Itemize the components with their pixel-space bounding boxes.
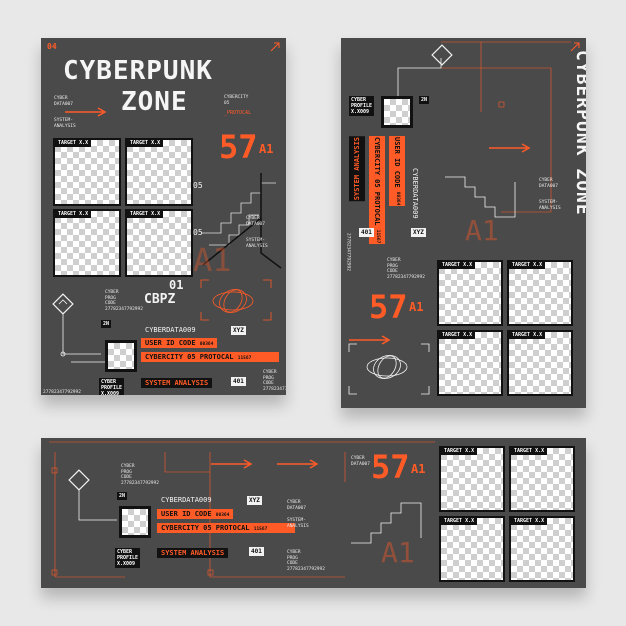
circuit-lines: [78, 490, 117, 521]
big-number: 57: [369, 288, 408, 326]
poster-left: 04 CYBERPUNK ZONE CYBER DATA007 SYSTEM- …: [41, 38, 286, 395]
badge-xyz: XYZ: [247, 496, 262, 505]
barcode-number: 27782347792992: [345, 233, 351, 271]
cybercity-bar: CYBERCITY 05 PROTOCAL 11567: [369, 136, 385, 245]
orange-grid-lines: [441, 41, 571, 213]
diamond-icon: [52, 293, 74, 315]
page-number: 04: [47, 42, 57, 51]
code-cbpz: CBPZ: [144, 292, 176, 307]
small-label-cyber-prog: CYBER PROG CODE 27782347792992: [121, 464, 159, 486]
badge-401: 401: [231, 377, 246, 386]
orange-arrow-icon: [211, 459, 253, 469]
user-id-bar: USER ID CODE 00364: [389, 136, 405, 207]
cyberdata-label: CYBERDATA009: [411, 168, 419, 219]
small-label-system-analysis: SYSTEM- ANALYSIS: [54, 118, 76, 129]
bracket-lines: [200, 279, 272, 321]
small-label-cyber-data: CYBER DATA007: [246, 216, 265, 227]
stairs-graphic: [351, 502, 422, 544]
profile-frame: [119, 506, 151, 538]
big-a1-outline: A1: [465, 214, 499, 247]
small-label-cyber-data: CYBER DATA007: [287, 500, 306, 511]
diamond-icon: [431, 44, 453, 66]
system-analysis-bar: SYSTEM ANALYSIS: [141, 378, 213, 388]
small-label-cyber-data: CYBER DATA007: [54, 96, 73, 107]
poster-title-line1: CYBERPUNK: [63, 56, 213, 86]
small-label-cyber-prog: CYBER PROG CODE 27782347792992: [387, 258, 425, 280]
wire-globe-icon: [212, 289, 254, 313]
wire-globe-icon: [366, 355, 408, 379]
small-label-protocal: _PROTOCAL: [224, 110, 252, 116]
cyber-profile-label: CYBER PROFILE X.X009: [349, 96, 375, 116]
badge-xyz: XYZ: [411, 228, 426, 237]
cyber-profile-label: CYBER PROFILE X.X009: [115, 548, 141, 568]
small-label-system-analysis: SYSTEM- ANALYSIS: [539, 200, 561, 211]
stairs-graphic: [445, 176, 516, 218]
target-frame: TARGET X.X: [125, 209, 193, 277]
small-label-cyber-prog: CYBER PROG CODE 27782347792992: [105, 290, 143, 312]
label-05: 05: [193, 181, 203, 190]
target-frame: TARGET X.X: [509, 516, 575, 582]
big-a1-outline: A1: [381, 536, 415, 569]
big-number: 57: [371, 448, 410, 486]
target-frame: TARGET X.X: [53, 209, 121, 277]
system-analysis-bar: SYSTEM ANALYSIS: [349, 136, 365, 202]
cyberdata-label: CYBERDATA009: [145, 326, 196, 334]
big-number-suffix: A1: [259, 142, 274, 156]
corner-arrow-icon: [570, 42, 580, 52]
orange-arrow-icon: [489, 143, 531, 153]
small-label-cybercity: CYBERCITY 05: [224, 95, 249, 106]
target-frame: TARGET X.X: [507, 260, 573, 326]
target-frame: TARGET X.X: [437, 260, 503, 326]
badge-401: 401: [249, 547, 264, 556]
badge-2n: 2N: [101, 320, 112, 328]
stairs-graphic: [201, 173, 282, 269]
small-label-cyber-prog: CYBER PROG CODE 27782347792992: [263, 370, 286, 392]
user-id-bar: USER ID CODE 00364: [141, 338, 218, 348]
small-label-cyber-data: CYBER DATA007: [351, 456, 370, 467]
target-frame: TARGET X.X: [439, 446, 505, 512]
cybercity-bar: CYBERCITY 05 PROTOCAL 11567: [141, 352, 279, 362]
badge-401: 401: [359, 228, 374, 237]
big-number-suffix: A1: [409, 300, 424, 314]
poster-bottom: CYBER PROG CODE 27782347792992 2N CYBER …: [41, 438, 586, 588]
poster-right: CYBERPUNK ZONE CYBER PROFILE X.X009 2N C…: [341, 38, 586, 408]
small-label-cyber-prog: CYBER PROG CODE 27782347792992: [287, 550, 325, 572]
cyber-profile-label: CYBER PROFILE X.X009: [99, 378, 125, 395]
small-label-system-analysis: SYSTEM- ANALYSIS: [287, 518, 309, 529]
orange-grid-lines: [49, 441, 435, 578]
bracket-lines: [348, 343, 430, 395]
big-number-suffix: A1: [411, 462, 426, 476]
poster-title-vertical: CYBERPUNK ZONE: [572, 50, 586, 216]
system-analysis-bar: SYSTEM ANALYSIS: [157, 548, 229, 558]
label-05: 05: [193, 228, 203, 237]
target-frame: TARGET X.X: [125, 138, 193, 206]
poster-title-line2: ZONE: [121, 87, 188, 117]
target-frame: TARGET X.X: [439, 516, 505, 582]
user-id-bar: USER ID CODE 00364: [157, 509, 234, 519]
profile-frame: [381, 96, 413, 128]
circuit-lines: [397, 58, 442, 98]
profile-frame: [105, 340, 137, 372]
small-label-system-analysis: SYSTEM- ANALYSIS: [246, 238, 268, 249]
badge-xyz: XYZ: [231, 326, 246, 335]
diamond-icon: [68, 469, 90, 491]
target-frame: TARGET X.X: [509, 446, 575, 512]
badge-2n: 2N: [419, 96, 430, 104]
target-frame: TARGET X.X: [507, 330, 573, 396]
corner-arrow-icon: [270, 42, 280, 52]
cyberdata-label: CYBERDATA009: [161, 496, 212, 504]
badge-2n: 2N: [117, 492, 128, 500]
target-frame: TARGET X.X: [437, 330, 503, 396]
orange-arrow-icon: [277, 459, 319, 469]
big-a1-outline: A1: [193, 241, 232, 279]
small-label-cyber-data: CYBER DATA007: [539, 178, 558, 189]
target-frame: TARGET X.X: [53, 138, 121, 206]
cybercity-bar: CYBERCITY 05 PROTOCAL 11567: [157, 523, 295, 533]
orange-arrow-icon: [349, 335, 391, 345]
code-01: 01: [169, 278, 184, 292]
barcode-number: 27782347792992: [43, 390, 81, 395]
orange-arrow-icon: [65, 107, 107, 117]
big-number: 57: [219, 128, 258, 166]
